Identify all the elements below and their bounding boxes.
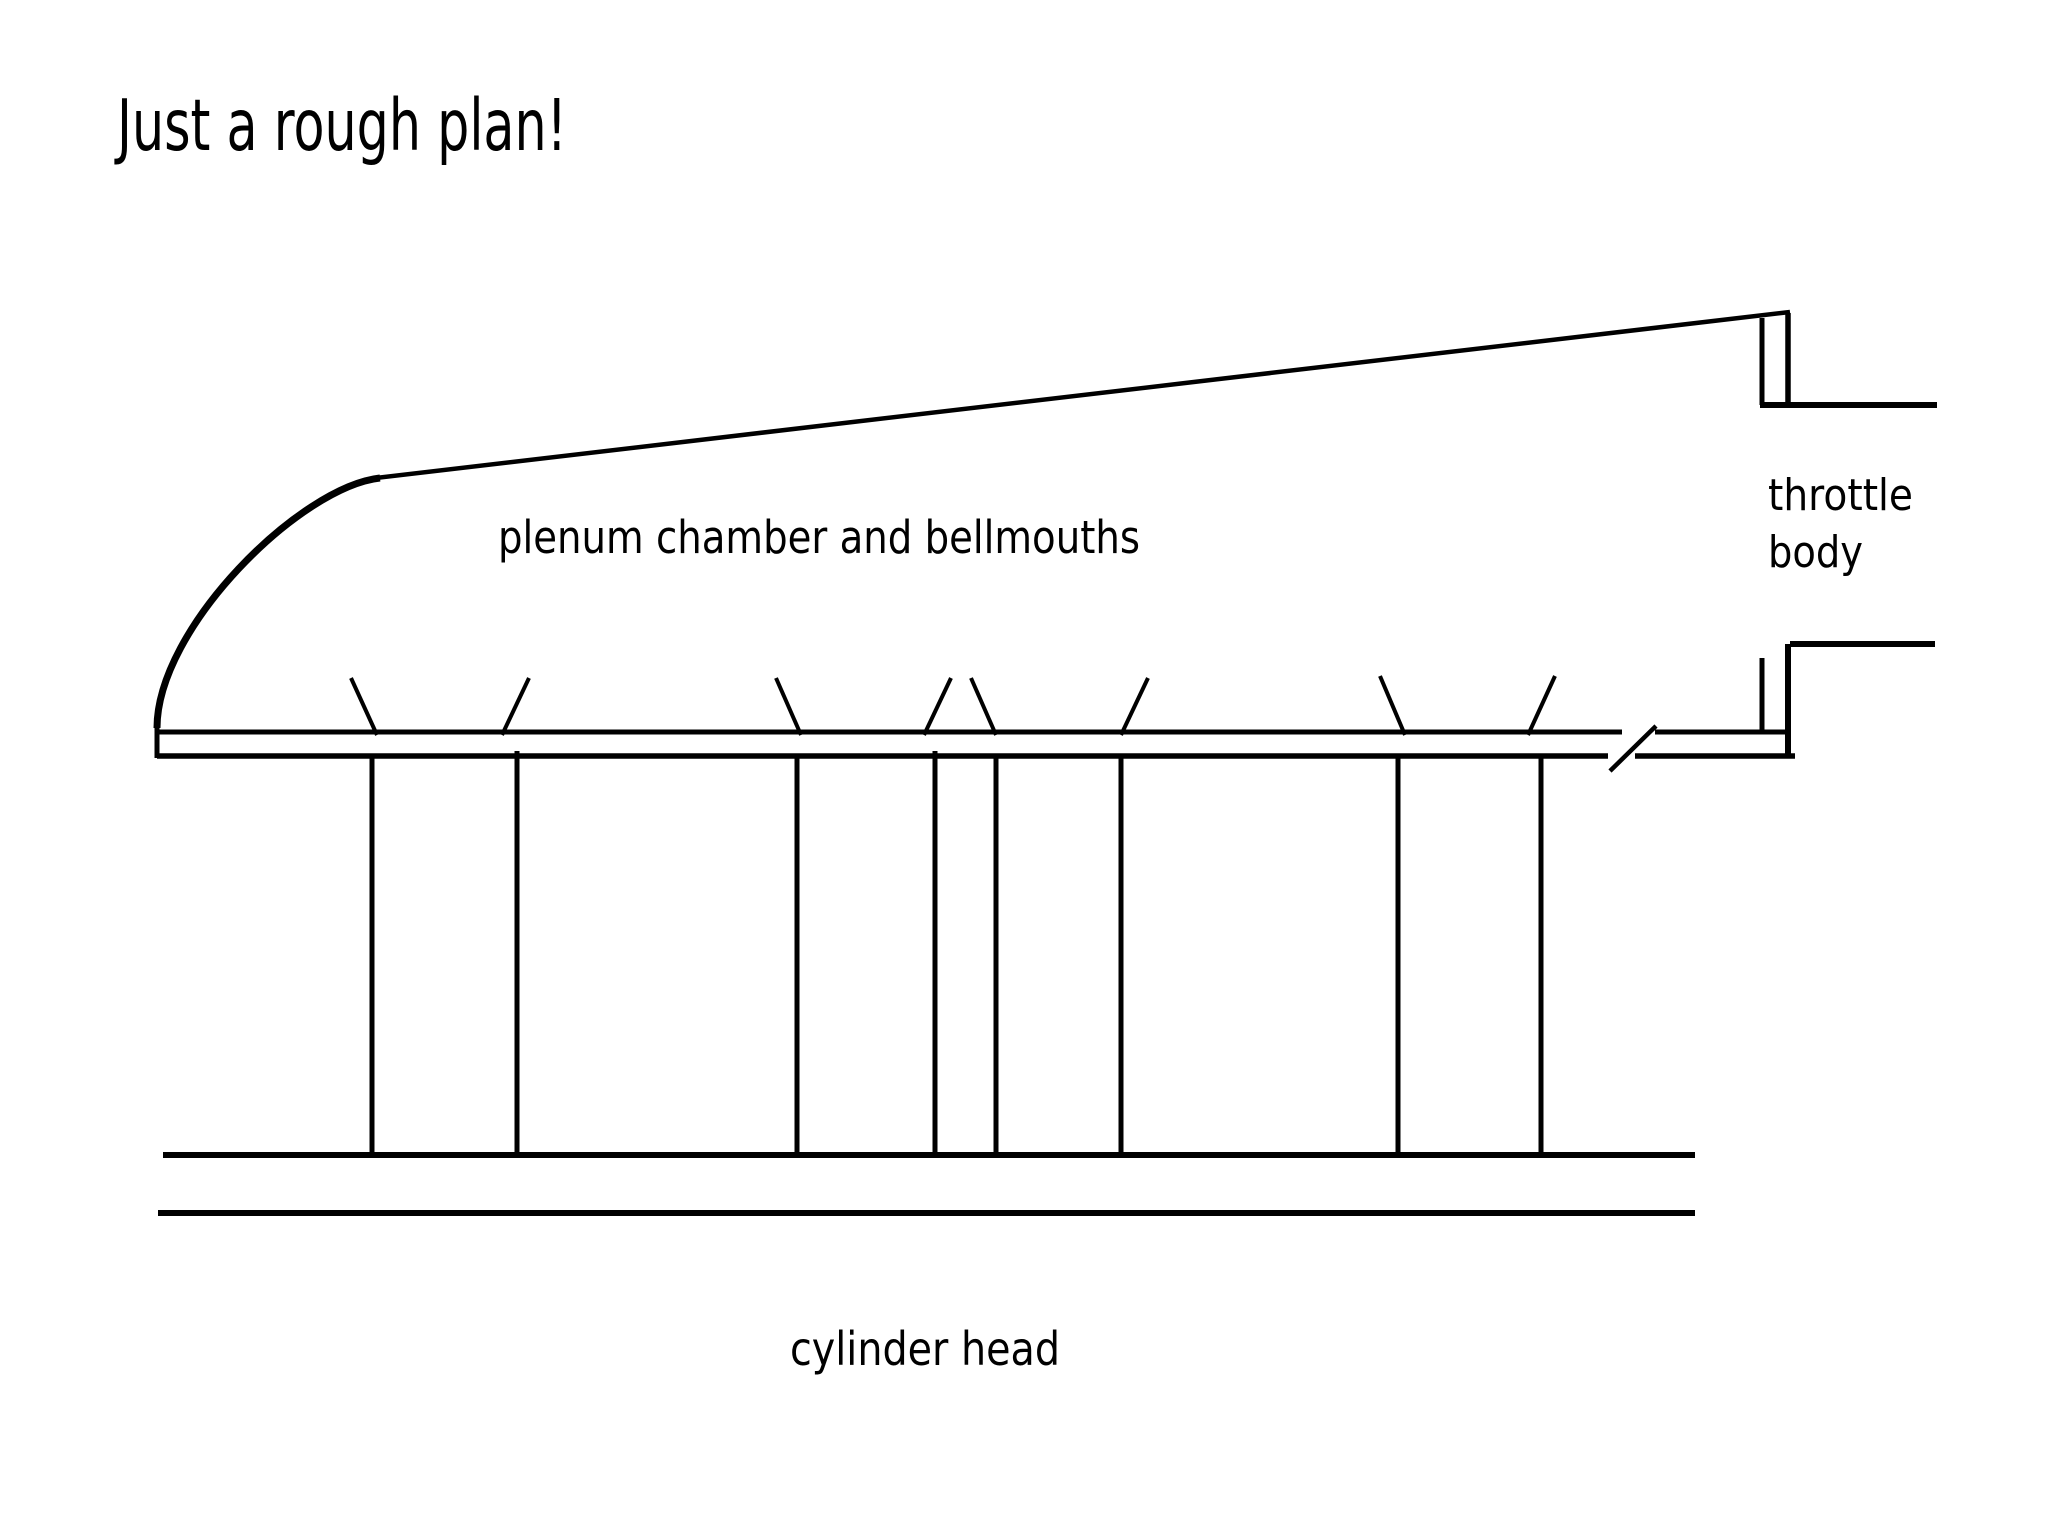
- bellmouth-flare-left-1: [349, 677, 379, 736]
- runner-walls: [369, 751, 1544, 1155]
- bellmouth-flares: [349, 675, 1557, 736]
- throttle-body-label-line1: throttle: [1768, 470, 1913, 521]
- bellmouth-flare-right-3: [1119, 677, 1150, 736]
- bellmouth-flare-right-2: [922, 677, 953, 736]
- throttle-body-label-line2: body: [1768, 527, 1863, 578]
- bellmouth-flare-right-4: [1526, 675, 1557, 736]
- plenum-label: plenum chamber and bellmouths: [498, 511, 1140, 564]
- bellmouth-flare-left-4: [1378, 675, 1407, 736]
- bellmouth-flare-right-1: [500, 677, 531, 736]
- drawing-title: Just a rough plan!: [114, 84, 567, 167]
- bellmouth-flare-left-3: [969, 677, 998, 736]
- throttle-body-outline: [1759, 313, 1937, 757]
- cylinder-head-label: cylinder head: [790, 1322, 1060, 1376]
- break-mark: [1608, 724, 1658, 773]
- plenum-sloped-roof-line: [375, 309, 1791, 481]
- plenum-curved-left-wall: [153, 474, 381, 729]
- bellmouth-flare-left-2: [774, 677, 803, 736]
